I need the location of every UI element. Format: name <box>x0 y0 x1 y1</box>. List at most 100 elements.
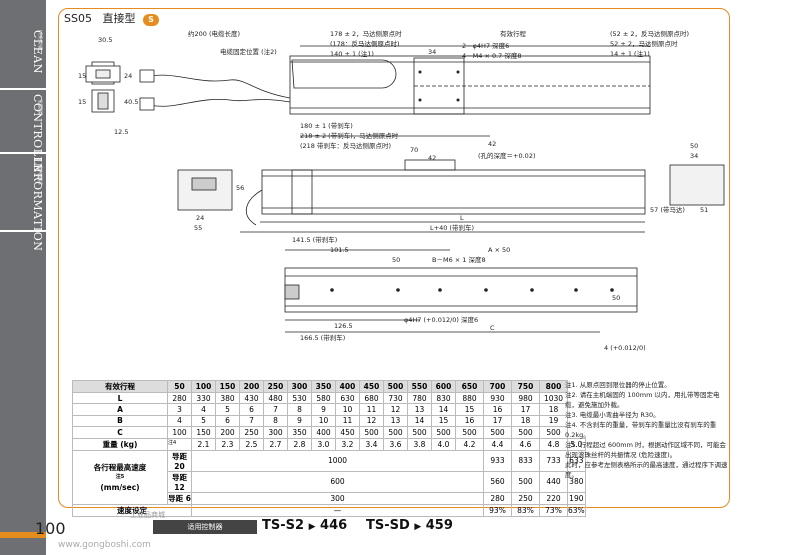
dim-label: C <box>490 324 495 332</box>
table-cell: 330 <box>191 391 216 405</box>
table-cell: 500 <box>383 426 408 439</box>
table-cell: 830 <box>431 391 456 405</box>
header-cell: 350 <box>311 380 336 393</box>
table-cell: 190 <box>567 491 586 505</box>
controller-label: 适用控制器 <box>153 520 257 534</box>
tab-clean[interactable]: CLEAN <box>31 30 44 74</box>
sidebar-subtitle: 技术资料 <box>37 165 43 185</box>
dim-label: (178：反马达侧原点时) <box>330 39 399 48</box>
table-cell: 400 <box>311 426 336 439</box>
table-header-row: 有效行程 50 100 150 200 250 300 350 400 450 … <box>72 380 586 393</box>
table-cell: 250 <box>511 491 540 505</box>
actuator-bottom-view <box>284 267 638 313</box>
table-cell: 380 <box>215 391 240 405</box>
table-cell: 8 <box>263 414 288 428</box>
table-cell: 780 <box>407 391 432 405</box>
watermark-url: www.gongboshi.com <box>58 540 151 550</box>
table-cell: 250 <box>239 426 264 439</box>
dim-label: 56 <box>236 184 244 192</box>
table-cell: 63% <box>567 503 586 517</box>
table-cell: 500 <box>483 426 512 439</box>
dim-label: 42 <box>488 140 496 148</box>
table-row: 速度设定—93%83%73%63% <box>72 503 586 517</box>
dim-label: 24 <box>124 72 132 80</box>
speed-header: 各行程最高速度注5(mm/sec) <box>72 449 168 505</box>
table-cell: 6 <box>215 414 240 428</box>
table-cell: 15 <box>431 414 456 428</box>
table-cell: 500 <box>511 470 540 493</box>
table-cell: 9 <box>287 414 312 428</box>
dim-label: (52 ± 2，反马达侧原点时) <box>610 29 689 38</box>
table-cell: 3 <box>167 403 192 416</box>
table-cell: 480 <box>263 391 288 405</box>
page-number: 100 <box>35 519 66 538</box>
arrow-icon: ▶ <box>414 522 422 532</box>
table-cell: 430 <box>239 391 264 405</box>
table-cell: 730 <box>383 391 408 405</box>
dim-label: 2－φ4H7 深度6 <box>462 41 509 50</box>
table-cell: 16 <box>483 403 512 416</box>
dim-label: A × 50 <box>488 246 510 254</box>
table-cell: 4 <box>191 403 216 416</box>
table-cell: 16 <box>455 414 484 428</box>
dim-label: 14 ± 1 (注1) <box>610 49 650 58</box>
controller-model-2[interactable]: TS-SD ▶ 459 <box>366 518 453 533</box>
dim-label: 70 <box>410 146 418 154</box>
dim-label: B－M6 × 1 深度8 <box>432 255 486 264</box>
table-cell: 11 <box>335 414 360 428</box>
header-cell: 250 <box>263 380 288 393</box>
dim-label: 50 <box>690 142 698 150</box>
header-cell: 50 <box>167 380 192 393</box>
controller-model-1[interactable]: TS-S2 ▶ 446 <box>262 518 347 533</box>
table-cell: 300 <box>263 426 288 439</box>
header-cell: 有效行程 <box>72 380 168 393</box>
table-cell: 980 <box>511 391 540 405</box>
table-cell: 4.0 <box>431 437 456 451</box>
note-item: 注3. 电缆最小弯曲半径为 R30。 <box>565 411 660 419</box>
table-cell: 280 <box>483 491 512 505</box>
dim-label: 30.5 <box>98 36 112 44</box>
tab-information[interactable]: INFORMATION <box>31 158 44 252</box>
table-cell: 933 <box>483 449 512 472</box>
header-cell: 700 <box>483 380 512 393</box>
dim-label: 52 ± 2，马达侧原点时 <box>610 39 678 48</box>
row-label: L <box>72 391 168 405</box>
table-cell: 4.6 <box>511 437 540 451</box>
table-cell: 280 <box>167 391 192 405</box>
table-cell: 733 <box>539 449 568 472</box>
tab-controller[interactable]: CONTROLLER <box>31 94 44 182</box>
table-cell: 73% <box>539 503 568 517</box>
table-cell: 833 <box>511 449 540 472</box>
row-label: 导距 6 <box>167 491 192 505</box>
dim-label: 4－M4 × 0.7 深度8 <box>462 51 522 60</box>
dim-label: 126.5 <box>334 322 353 330</box>
table-cell: 500 <box>431 426 456 439</box>
table-cell: 18 <box>539 403 568 416</box>
table-cell: 2.7 <box>263 437 288 451</box>
table-cell: 4.2 <box>455 437 484 451</box>
table-cell: 2.3 <box>215 437 240 451</box>
table-cell: 2.1 <box>191 437 216 451</box>
table-cell: 12 <box>383 403 408 416</box>
table-cell: 10 <box>335 403 360 416</box>
dim-label: 12.5 <box>114 128 128 136</box>
table-cell: 4 <box>167 414 192 428</box>
sidebar-divider <box>0 88 46 90</box>
table-cell: 220 <box>539 491 568 505</box>
table-cell: 580 <box>311 391 336 405</box>
table-cell: 15 <box>455 403 484 416</box>
table-cell: 3.8 <box>407 437 432 451</box>
dim-label: (218 带刹车：反马达侧原点时) <box>300 141 391 150</box>
table-cell: 2.8 <box>287 437 312 451</box>
dim-label: (孔的深度＝+0.02) <box>478 151 536 160</box>
table-cell: 560 <box>483 470 512 493</box>
arrow-icon: ▶ <box>308 522 316 532</box>
connector-side <box>91 89 115 113</box>
sidebar-divider <box>0 152 46 154</box>
header-cell: 300 <box>287 380 312 393</box>
dim-label: 50 <box>612 294 620 302</box>
table-cell: 3.0 <box>311 437 336 451</box>
